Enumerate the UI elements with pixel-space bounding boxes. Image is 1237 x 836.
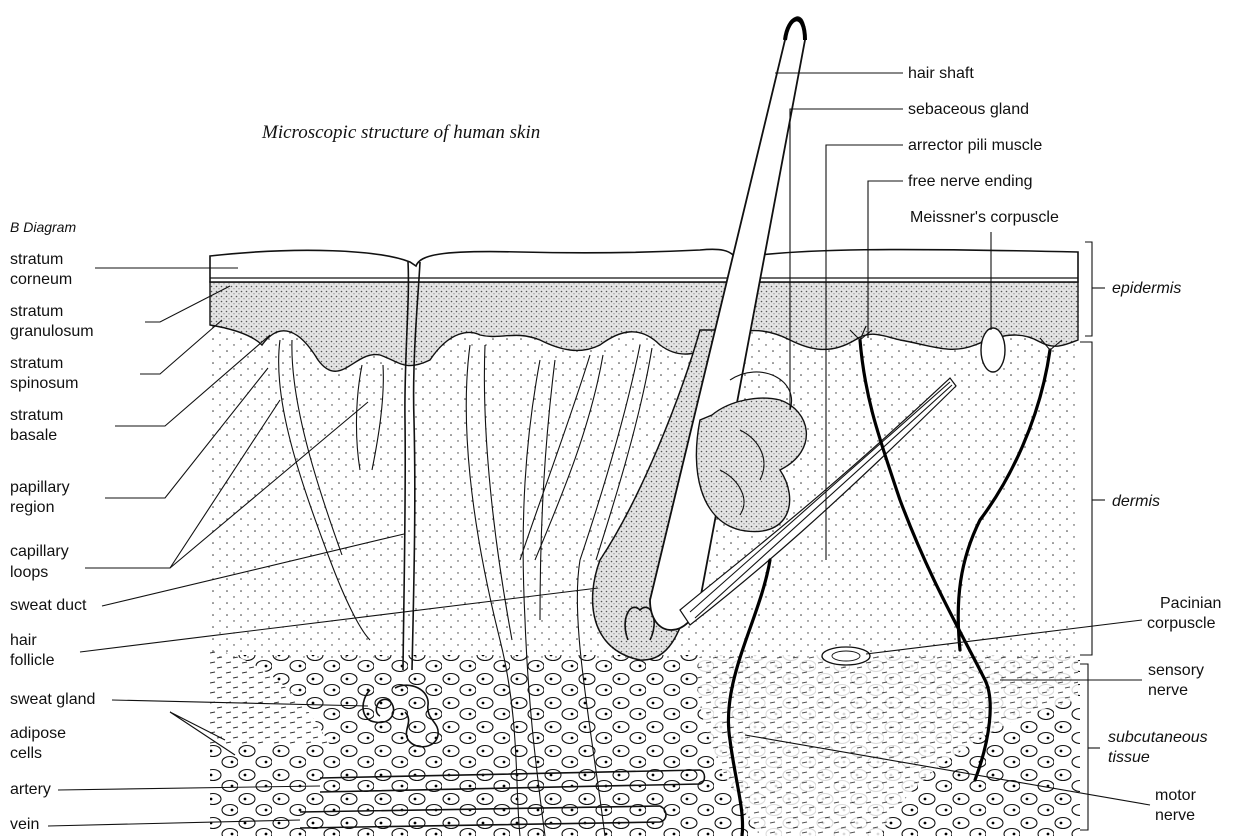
label-hair-shaft: hair shaft bbox=[908, 65, 974, 82]
label-free-nerve-ending: free nerve ending bbox=[908, 173, 1033, 190]
label-stratum-basale: stratum basale bbox=[10, 407, 68, 444]
meissners-corpuscle-shape bbox=[981, 328, 1005, 372]
bracket-subcutaneous bbox=[1080, 664, 1088, 830]
label-meissners-corpuscle: Meissner's corpuscle bbox=[910, 209, 1059, 226]
label-artery: artery bbox=[10, 781, 51, 798]
stratum-corneum-layer bbox=[210, 249, 1078, 282]
bracket-dermis bbox=[1080, 342, 1092, 655]
leader-stratum-spinosum bbox=[140, 320, 222, 374]
label-sebaceous-gland: sebaceous gland bbox=[908, 101, 1029, 118]
label-papillary-region: papillary region bbox=[10, 479, 74, 516]
bracket-epidermis bbox=[1085, 242, 1092, 336]
label-arrector-pili-muscle: arrector pili muscle bbox=[908, 137, 1042, 154]
region-epidermis: epidermis bbox=[1112, 280, 1181, 297]
label-stratum-corneum: stratum corneum bbox=[10, 251, 72, 288]
diagram-subtitle: B Diagram bbox=[10, 219, 76, 235]
region-brackets: epidermis dermis subcutaneous tissue bbox=[1080, 242, 1212, 830]
figure-title: Microscopic structure of human skin bbox=[261, 122, 540, 143]
pacinian-corpuscle-shape bbox=[822, 647, 870, 665]
region-subcutaneous-tissue: subcutaneous tissue bbox=[1108, 729, 1212, 766]
label-motor-nerve: motor nerve bbox=[1155, 787, 1200, 824]
region-dermis: dermis bbox=[1112, 493, 1160, 510]
label-vein: vein bbox=[10, 816, 39, 833]
label-sensory-nerve: sensory nerve bbox=[1148, 662, 1208, 699]
label-sweat-duct: sweat duct bbox=[10, 597, 87, 614]
label-stratum-spinosum: stratum spinosum bbox=[10, 355, 78, 392]
label-pacinian-corpuscle: Pacinian corpuscle bbox=[1147, 595, 1226, 632]
label-sweat-gland: sweat gland bbox=[10, 691, 95, 708]
label-capillary-loops: capillary loops bbox=[10, 543, 73, 581]
label-hair-follicle: hair follicle bbox=[10, 632, 55, 669]
label-stratum-granulosum: stratum granulosum bbox=[10, 303, 94, 340]
label-adipose-cells: adipose cells bbox=[10, 725, 71, 762]
